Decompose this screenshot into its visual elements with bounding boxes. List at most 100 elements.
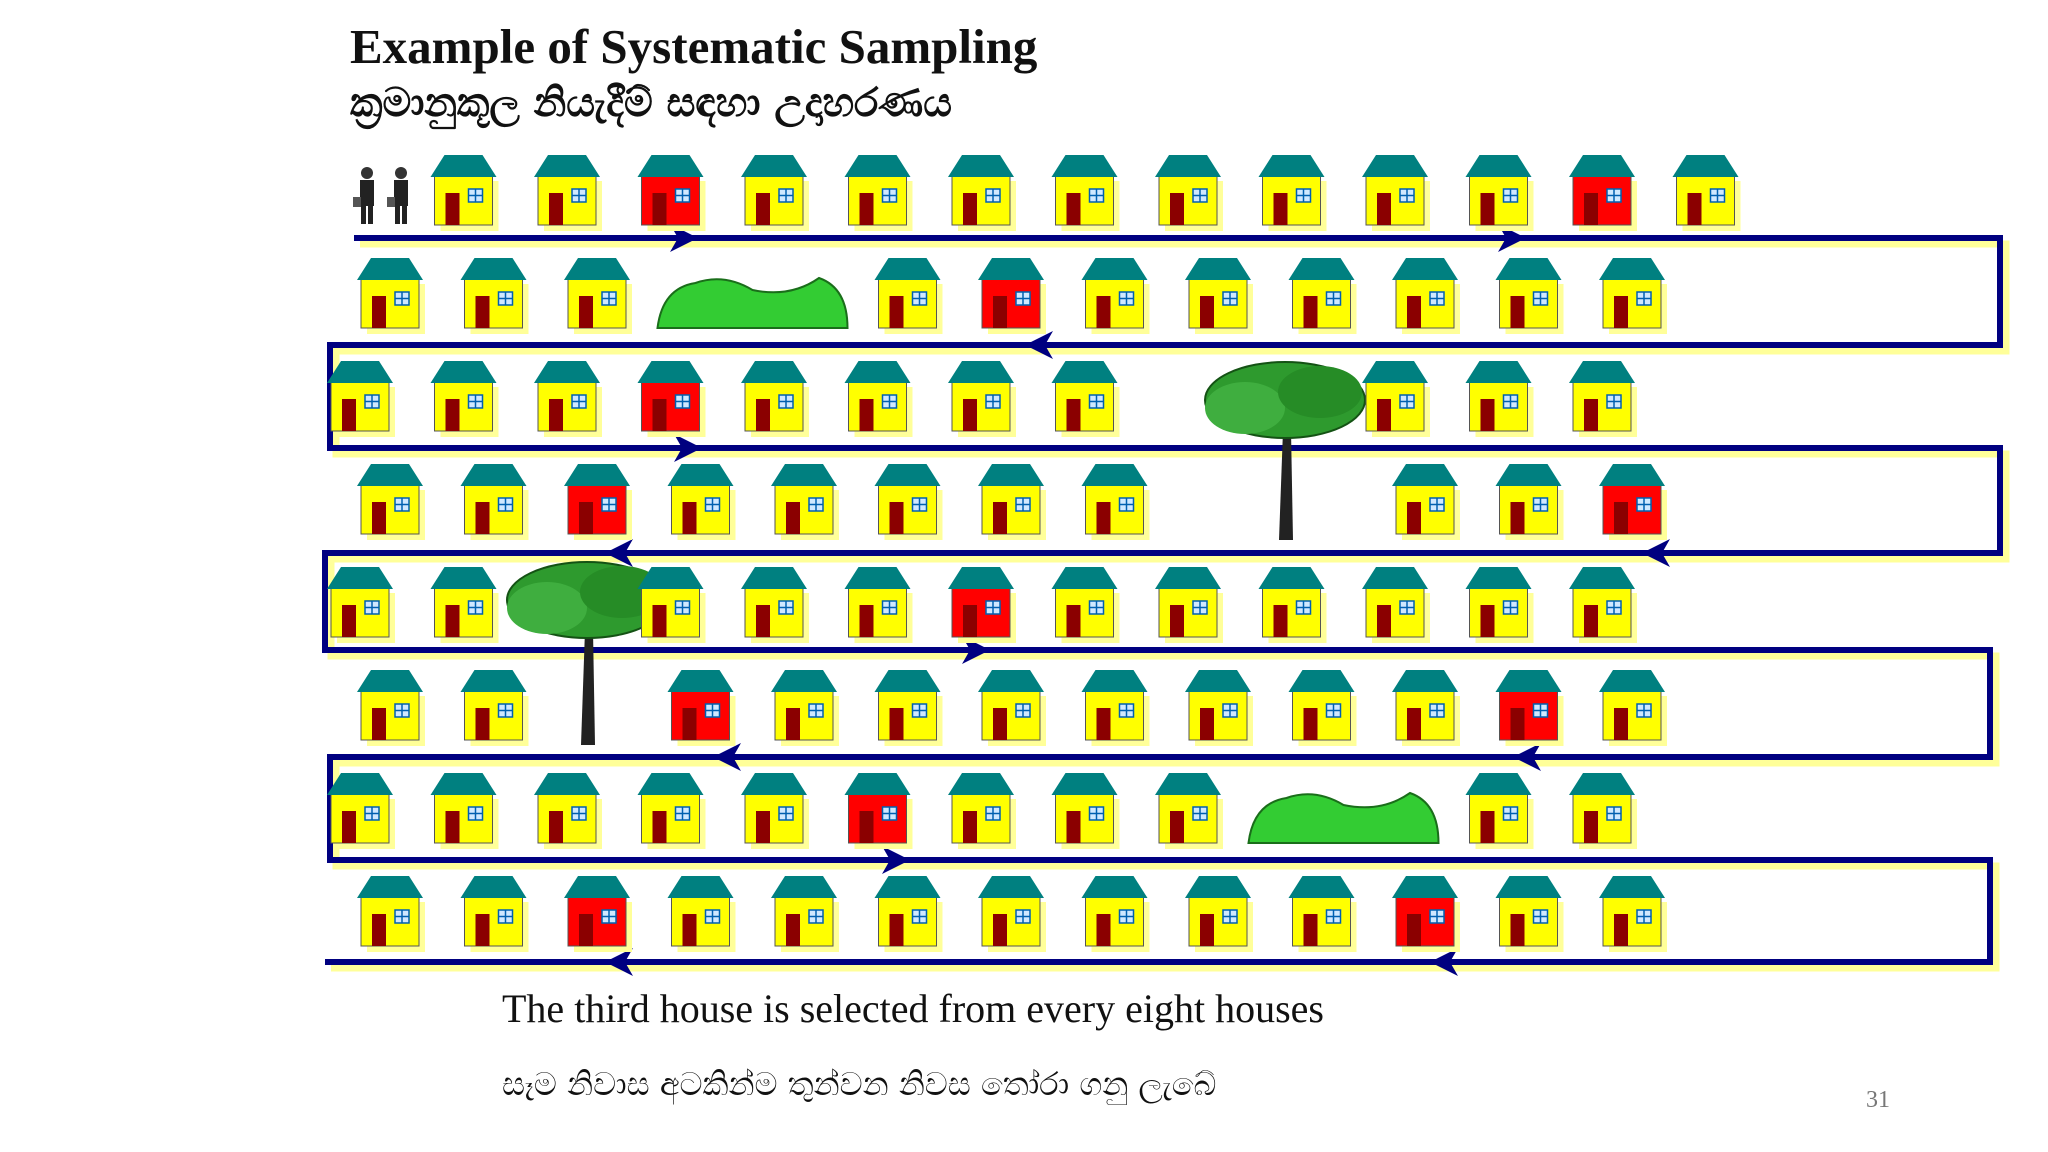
door	[1303, 296, 1318, 328]
path-arrow	[882, 846, 910, 874]
door	[963, 399, 977, 431]
house	[741, 773, 809, 849]
door	[1584, 193, 1598, 225]
house	[1465, 567, 1534, 643]
door	[1303, 914, 1318, 946]
door	[579, 296, 593, 328]
house	[460, 876, 529, 952]
door	[652, 399, 667, 431]
door	[372, 296, 386, 328]
house	[1599, 670, 1667, 746]
house	[327, 361, 395, 437]
door	[1407, 502, 1421, 534]
house	[460, 670, 529, 746]
selected-house	[1599, 464, 1667, 540]
door	[786, 708, 800, 740]
house	[1495, 258, 1564, 334]
door	[445, 811, 460, 843]
house	[1465, 361, 1534, 437]
house	[1258, 567, 1327, 643]
selected-house	[948, 567, 1016, 643]
house	[1599, 876, 1667, 952]
selected-house	[667, 670, 736, 746]
door	[652, 811, 667, 843]
door	[475, 914, 490, 946]
door	[1066, 605, 1081, 637]
house	[1081, 258, 1150, 334]
selected-house	[637, 361, 706, 437]
house	[564, 258, 632, 334]
house	[874, 464, 943, 540]
path-arrow	[1513, 743, 1541, 771]
door	[859, 811, 874, 843]
door	[889, 708, 904, 740]
path-arrow	[674, 434, 702, 462]
door	[993, 502, 1007, 534]
door	[859, 193, 874, 225]
door	[993, 296, 1007, 328]
house	[327, 773, 395, 849]
door	[1303, 708, 1318, 740]
house	[460, 258, 529, 334]
house	[1392, 464, 1460, 540]
house	[357, 464, 425, 540]
door	[1377, 193, 1391, 225]
door	[1614, 708, 1628, 740]
door	[786, 914, 800, 946]
door	[889, 502, 904, 534]
house	[1051, 567, 1120, 643]
door	[859, 399, 874, 431]
house	[1185, 670, 1253, 746]
house	[1465, 773, 1534, 849]
house	[978, 670, 1046, 746]
house	[844, 567, 913, 643]
door	[1273, 193, 1288, 225]
house	[1081, 876, 1150, 952]
house	[1185, 876, 1253, 952]
door	[756, 605, 770, 637]
house	[874, 670, 943, 746]
path-arrow	[1642, 539, 1670, 567]
path-line	[322, 235, 2003, 965]
house	[978, 464, 1046, 540]
door	[372, 502, 386, 534]
door	[1480, 193, 1495, 225]
door	[963, 193, 977, 225]
door	[1614, 914, 1628, 946]
door	[1510, 502, 1525, 534]
house	[1392, 670, 1460, 746]
door	[1407, 914, 1421, 946]
door	[475, 708, 490, 740]
door	[889, 914, 904, 946]
tree	[1204, 361, 1366, 540]
house	[1362, 155, 1430, 231]
door	[1614, 502, 1628, 534]
house	[357, 876, 425, 952]
selected-house	[637, 155, 706, 231]
path-arrow	[1025, 331, 1053, 359]
tree	[506, 561, 668, 745]
path-arrow	[713, 743, 741, 771]
door	[889, 296, 904, 328]
door	[756, 399, 770, 431]
door	[1096, 502, 1111, 534]
selected-house	[1392, 876, 1460, 952]
door	[1200, 914, 1214, 946]
door	[549, 811, 563, 843]
door	[1584, 399, 1598, 431]
door	[963, 811, 977, 843]
house	[430, 567, 499, 643]
door	[1377, 399, 1391, 431]
house	[534, 155, 602, 231]
door	[756, 811, 770, 843]
path-arrow	[605, 948, 633, 976]
house	[1672, 155, 1741, 231]
door	[579, 502, 593, 534]
door	[1480, 811, 1495, 843]
bush	[656, 276, 849, 329]
house	[667, 876, 736, 952]
house	[948, 155, 1016, 231]
selected-house	[1569, 155, 1637, 231]
door	[1170, 605, 1184, 637]
